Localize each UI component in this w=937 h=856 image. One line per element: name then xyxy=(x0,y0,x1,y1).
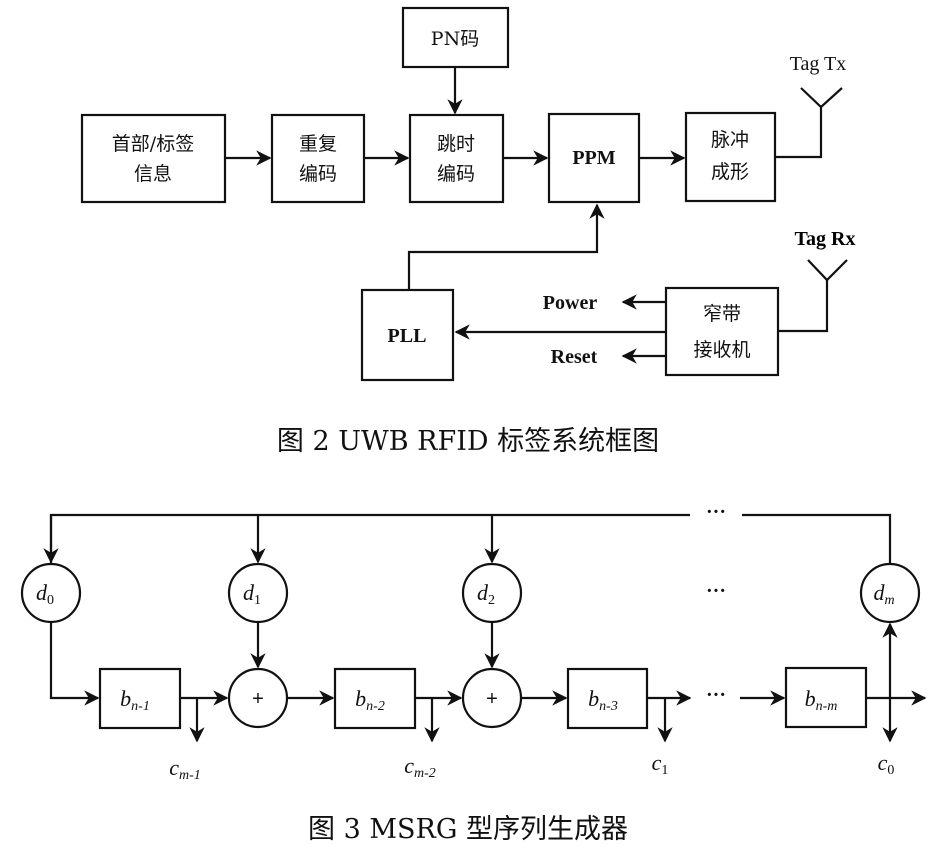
narrowband-receiver-block: 窄带 接收机 xyxy=(664,286,780,377)
tag-rx-label: Tag Rx xyxy=(795,228,856,250)
feedback-bus-right xyxy=(742,513,892,564)
output-c-m-2: cm-2 xyxy=(404,753,436,781)
pulse-shaping-block: 脉冲 成形 xyxy=(684,111,777,203)
pn-code-block: PN码 xyxy=(401,6,510,69)
svg-text:bn-2: bn-2 xyxy=(355,686,385,714)
svg-text:d1: d1 xyxy=(243,580,261,608)
coefficient-dm: dm xyxy=(859,562,921,624)
svg-text:+: + xyxy=(486,688,498,710)
adder-1: + xyxy=(227,667,289,729)
coefficient-d0: d0 xyxy=(20,562,82,624)
coefficient-ellipsis: ··· xyxy=(706,580,726,602)
time-hopping-line1: 跳时 xyxy=(437,133,475,155)
output-c0: c0 xyxy=(878,750,895,778)
narrowband-receiver-line2: 接收机 xyxy=(693,339,750,361)
output-c-m-1: cm-1 xyxy=(169,755,201,783)
time-hopping-line2: 编码 xyxy=(437,163,475,185)
pll-block: PLL xyxy=(360,288,455,382)
tx-antenna-icon xyxy=(775,87,843,159)
ppm-block: PPM xyxy=(547,112,641,204)
power-label: Power xyxy=(543,292,598,314)
bus-ellipsis: ··· xyxy=(706,501,726,523)
narrowband-receiver-line1: 窄带 xyxy=(703,303,741,325)
pll-to-ppm-arrow xyxy=(407,203,605,290)
pn-code-label: PN码 xyxy=(431,28,479,50)
header-tag-info-line1: 首部/标签 xyxy=(112,133,194,155)
register-b-n-m: bn-m xyxy=(784,666,868,729)
d0-to-register-arrow xyxy=(49,622,100,706)
svg-text:bn-3: bn-3 xyxy=(588,686,618,714)
repeat-coding-line2: 编码 xyxy=(299,163,337,185)
svg-text:d0: d0 xyxy=(36,580,54,608)
figure-3-caption: 图 3 MSRG 型序列生成器 xyxy=(308,814,628,845)
adder-2: + xyxy=(461,667,523,729)
repeat-coding-block: 重复 编码 xyxy=(270,113,366,204)
svg-text:+: + xyxy=(252,688,264,710)
rx-antenna-icon xyxy=(778,259,848,333)
register-ellipsis: ··· xyxy=(706,684,726,706)
header-tag-info-block: 首部/标签 信息 xyxy=(80,113,227,204)
output-c1: c1 xyxy=(652,750,669,778)
register-b-n-3: bn-3 xyxy=(566,667,649,730)
pulse-shaping-line1: 脉冲 xyxy=(711,129,749,151)
register-b-n-2: bn-2 xyxy=(333,667,417,730)
reset-label: Reset xyxy=(551,346,598,368)
feedback-bus-left xyxy=(49,513,690,563)
svg-text:bn-m: bn-m xyxy=(805,686,838,714)
figure-3: ··· d0 d1 d2 dm ··· bn-1 xyxy=(20,501,927,845)
register-b-n-1: bn-1 xyxy=(98,667,182,730)
svg-text:bn-1: bn-1 xyxy=(120,686,150,714)
repeat-coding-line1: 重复 xyxy=(299,133,337,155)
pll-label: PLL xyxy=(388,325,427,347)
time-hopping-coding-block: 跳时 编码 xyxy=(408,113,505,204)
coefficient-d1: d1 xyxy=(227,562,289,624)
header-tag-info-line2: 信息 xyxy=(134,163,172,185)
svg-text:dm: dm xyxy=(873,580,894,608)
figure-2-caption: 图 2 UWB RFID 标签系统框图 xyxy=(277,426,659,457)
coefficient-d2: d2 xyxy=(461,562,523,624)
figure-2: PN码 首部/标签 信息 重复 编码 跳时 编码 PPM xyxy=(80,6,856,457)
pulse-shaping-line2: 成形 xyxy=(711,161,749,183)
tag-tx-label: Tag Tx xyxy=(790,53,847,75)
svg-text:d2: d2 xyxy=(477,580,495,608)
ppm-label: PPM xyxy=(572,147,615,169)
